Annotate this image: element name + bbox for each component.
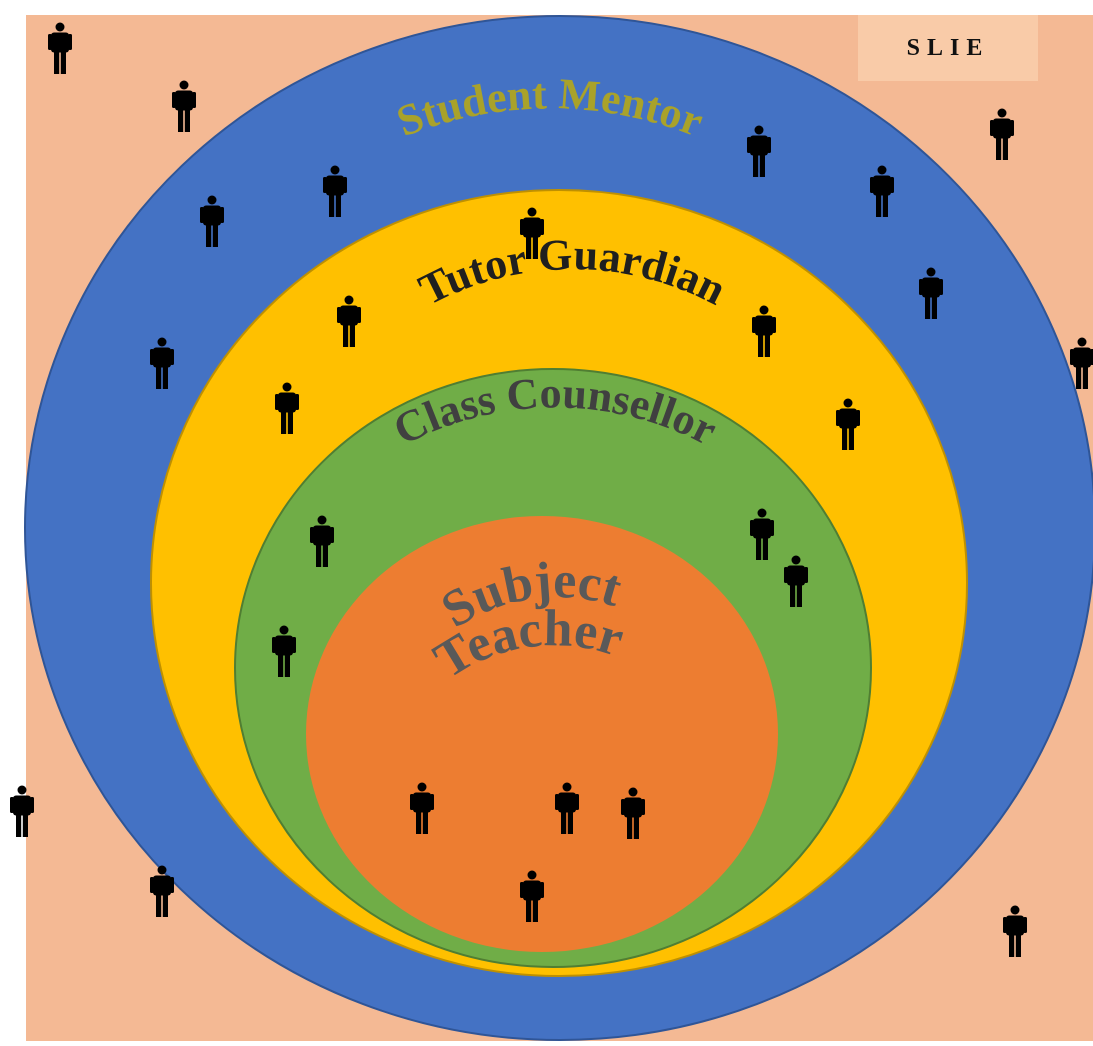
- subject-teacher-circle: [306, 516, 778, 952]
- slie-badge-label: SLIE: [906, 34, 990, 61]
- slie-badge: SLIE: [858, 15, 1038, 81]
